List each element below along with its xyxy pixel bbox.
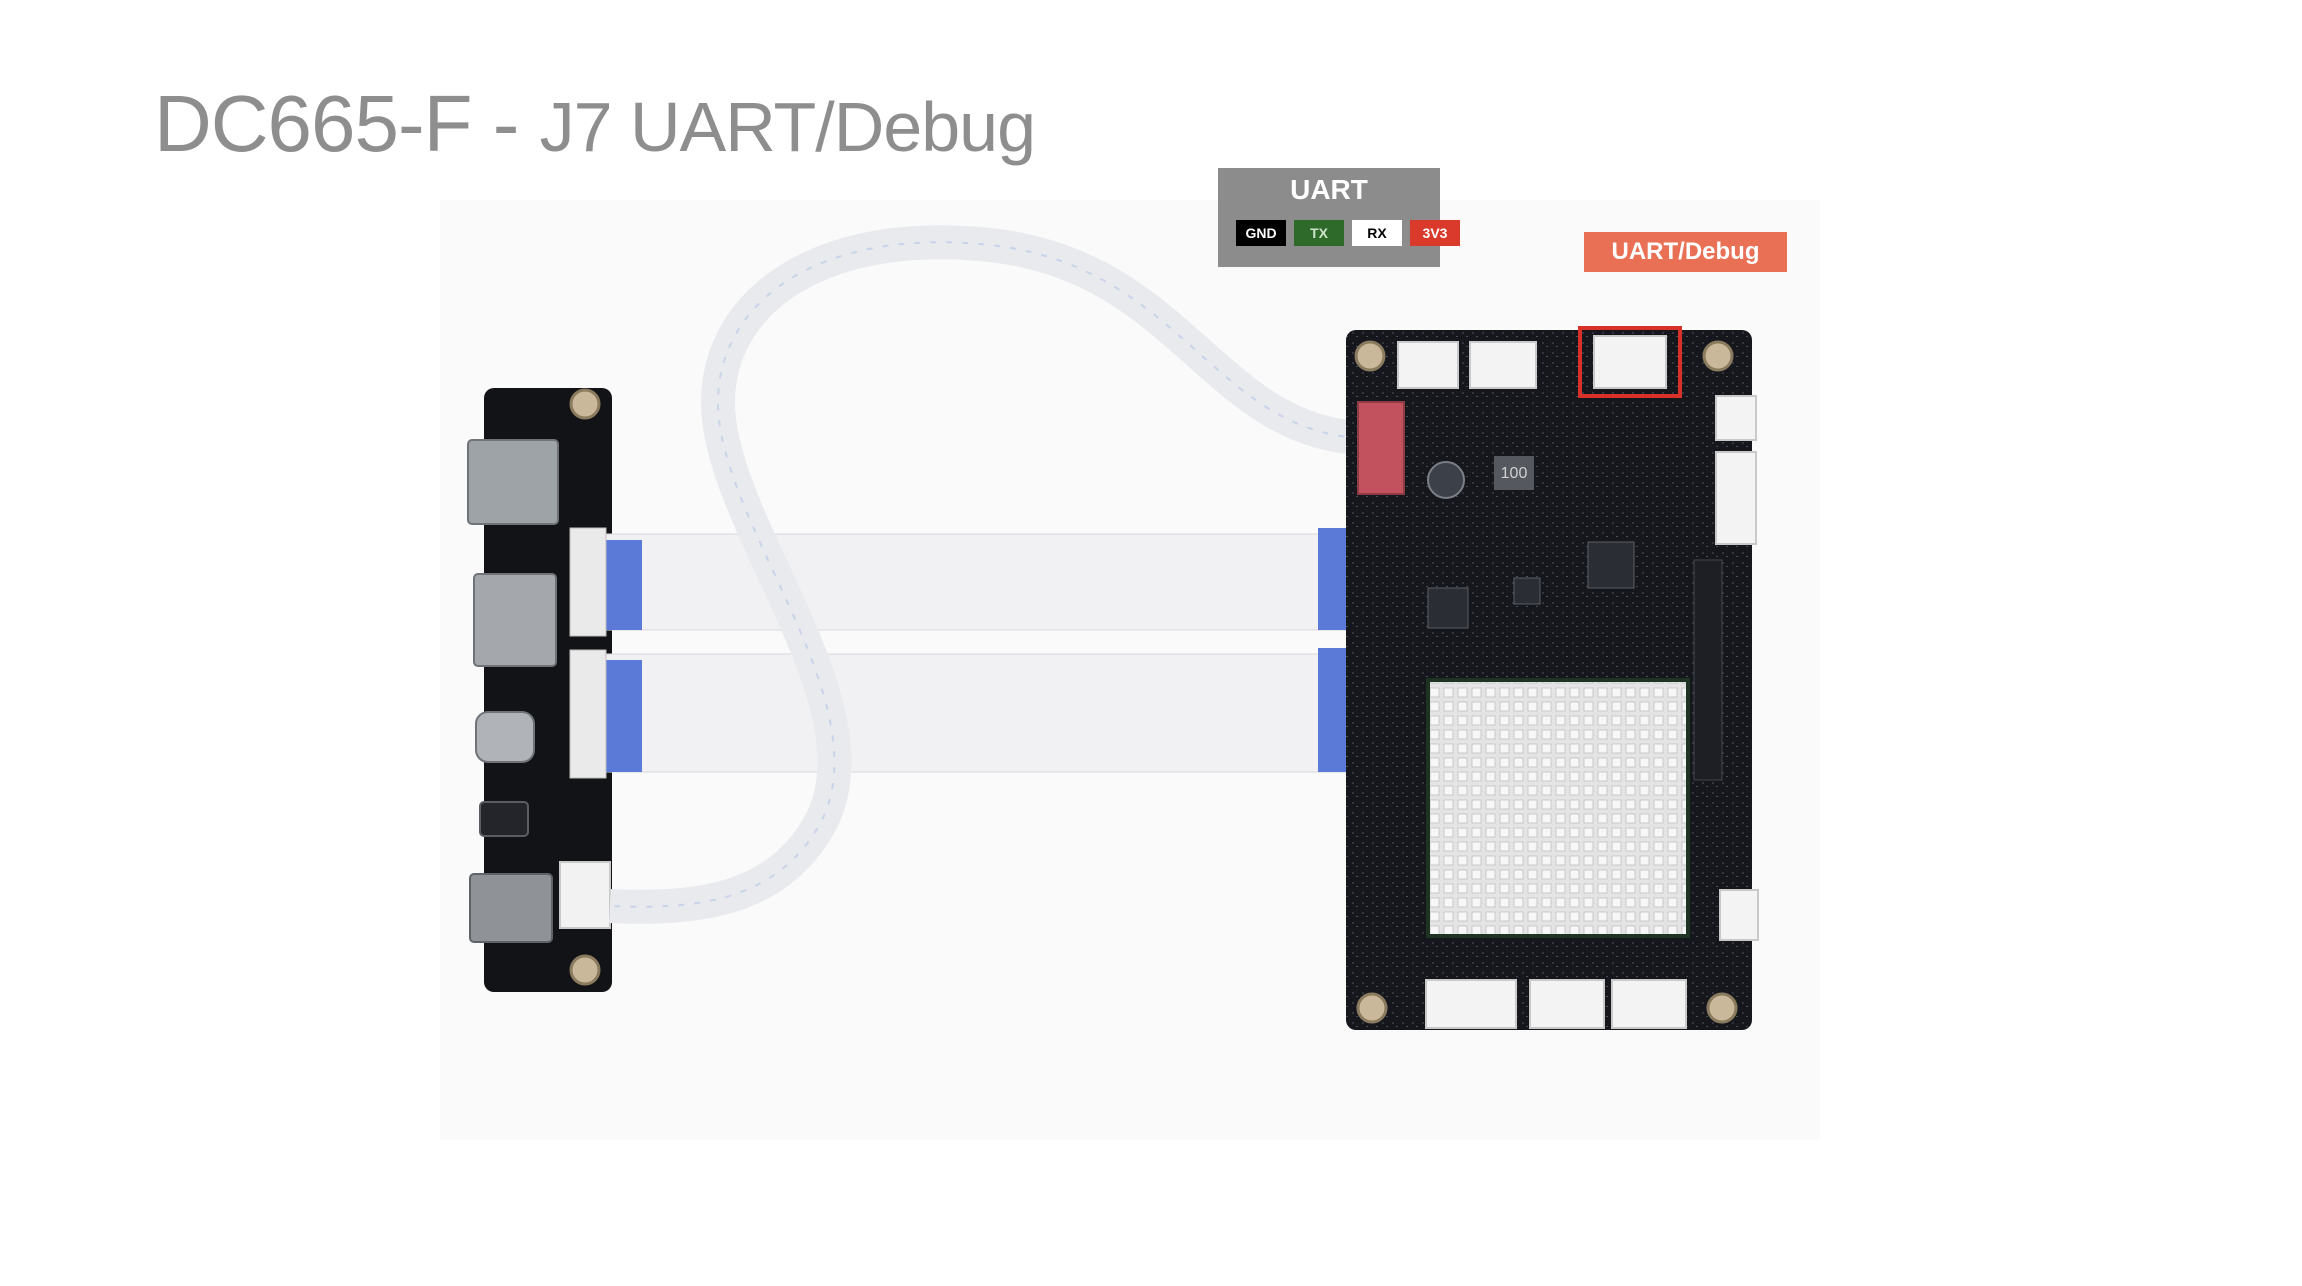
uart-pinout-legend: UART GND TX RX 3V3 bbox=[1218, 168, 1460, 267]
uart-legend-title: UART bbox=[1290, 174, 1368, 205]
carrier-board: 100 bbox=[1346, 330, 1759, 1030]
inductor-label: 100 bbox=[1501, 465, 1528, 482]
usb-c-port-icon bbox=[475, 711, 535, 763]
audio-jack-icon bbox=[479, 801, 529, 837]
io-uart-connector-icon bbox=[559, 861, 611, 929]
pin-gnd: GND bbox=[1236, 220, 1286, 246]
page-title: DC665-F - J7 UART/Debug bbox=[154, 78, 1036, 170]
heatsink bbox=[1426, 678, 1690, 938]
j7-uart-connector-icon bbox=[1593, 335, 1667, 389]
title-model: DC665-F - bbox=[154, 79, 540, 168]
uart-debug-callout-label: UART/Debug bbox=[1584, 232, 1787, 272]
uart-debug-highlight-box bbox=[1578, 326, 1682, 398]
pin-rx: RX bbox=[1352, 220, 1402, 246]
pin-tx: TX bbox=[1294, 220, 1344, 246]
dc-jack-icon bbox=[469, 873, 553, 943]
title-connector: J7 UART/Debug bbox=[539, 88, 1036, 166]
usb-a-port-icon bbox=[473, 573, 557, 667]
pin-3v3: 3V3 bbox=[1410, 220, 1460, 246]
usb-a-port-icon bbox=[467, 439, 559, 525]
